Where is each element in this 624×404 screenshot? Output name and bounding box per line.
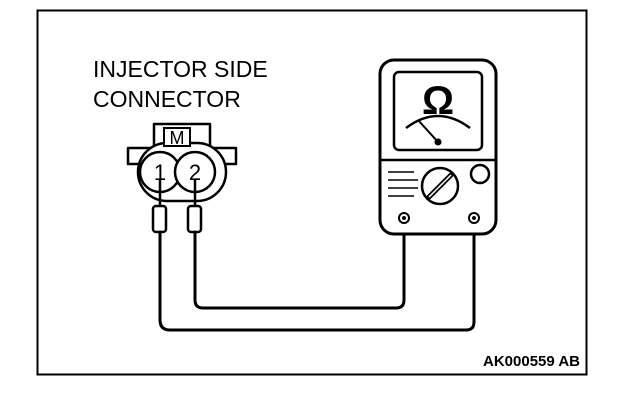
meter-ohm-symbol: Ω <box>422 79 454 123</box>
connector-label-line2: CONNECTOR <box>93 86 241 112</box>
connector-right-wing <box>212 146 238 166</box>
meter-needle <box>417 119 439 143</box>
connector-left-wing <box>126 146 152 166</box>
figure-code: AK000559 AB <box>483 353 580 370</box>
ohmmeter <box>378 58 498 236</box>
connector-label-line1: INJECTOR SIDE <box>93 56 268 82</box>
test-leads <box>158 220 476 332</box>
meter-zero-adjust-button <box>469 163 491 185</box>
injector-connector <box>126 122 238 203</box>
figure-border <box>36 9 588 376</box>
meter-jack-right-hole <box>471 215 477 221</box>
meter-knob-pointer-gap <box>428 174 452 198</box>
lead-pin-2-to-meter-left <box>193 220 406 310</box>
meter-needle-pivot <box>434 138 442 146</box>
meter-jack-left-hole <box>401 215 407 221</box>
connector-pin-2-label: 2 <box>189 160 201 185</box>
connector-pin-1-label: 1 <box>154 160 166 185</box>
connector-key-letter: M <box>170 128 185 148</box>
connector-key-box <box>163 127 191 147</box>
meter-scale-arc <box>405 114 471 130</box>
test-probes <box>151 180 203 234</box>
probe-1-handle <box>151 204 168 234</box>
meter-display-window <box>392 70 484 152</box>
lead-pin-1-to-meter-right <box>158 220 476 332</box>
probe-2-handle <box>186 204 203 234</box>
